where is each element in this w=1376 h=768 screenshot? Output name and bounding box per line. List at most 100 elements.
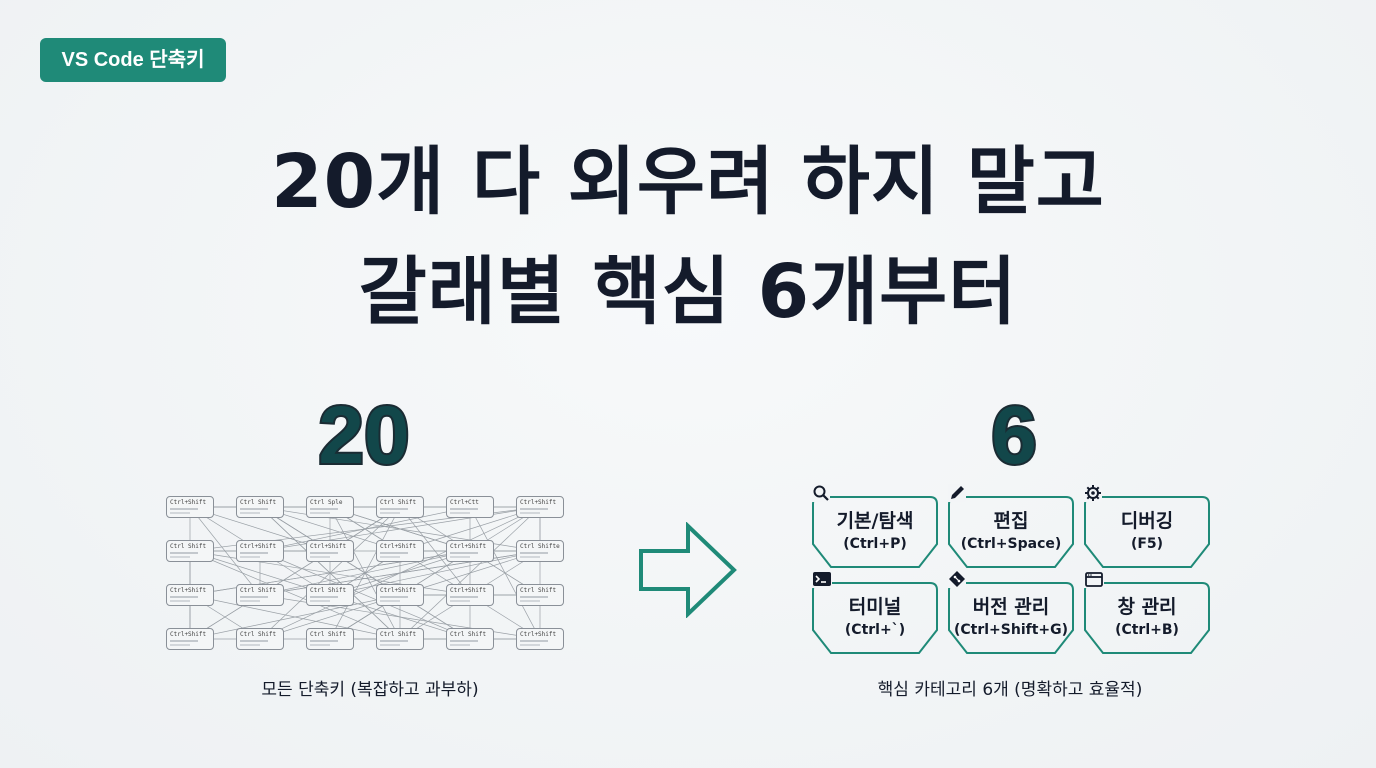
shortcut-box-label: Ctrl Shift: [380, 631, 417, 638]
shortcut-box-line: [170, 556, 190, 558]
shortcut-box-line: [450, 596, 478, 598]
shortcut-box-line: [240, 596, 268, 598]
mesh-line: [259, 550, 471, 640]
category-shortcut: (F5): [1130, 536, 1164, 552]
shortcut-box: Ctrl Shift: [306, 584, 354, 606]
shortcut-box-line: [520, 596, 548, 598]
shortcut-box: Ctrl Shift: [236, 628, 284, 650]
shortcut-box-line: [520, 512, 540, 514]
shortcut-box: Ctrl+Shift: [446, 540, 494, 562]
mesh-line: [189, 594, 401, 640]
shortcut-box-line: [450, 640, 478, 642]
shortcut-box-line: [380, 640, 408, 642]
shortcut-box: Ctrl+Shift: [516, 628, 564, 650]
shortcut-box: Ctrl Shift: [446, 628, 494, 650]
shortcut-box-line: [240, 512, 260, 514]
shortcut-box-line: [240, 508, 268, 510]
shortcut-box-label: Ctrl Shift: [310, 631, 347, 638]
core-categories-count: 6: [989, 388, 1039, 483]
shortcut-box-line: [520, 600, 540, 602]
category-edit: 편집 (Ctrl+Space): [948, 484, 1074, 568]
shortcut-box-line: [170, 640, 198, 642]
shortcut-box-line: [310, 644, 330, 646]
shortcut-box-line: [450, 600, 470, 602]
shortcut-box-line: [450, 556, 470, 558]
shortcut-box-label: Ctrl+Shift: [380, 587, 417, 594]
shortcut-box-line: [520, 552, 548, 554]
shortcut-box-label: Ctrl Shift: [520, 587, 557, 594]
mesh-line: [259, 506, 471, 552]
shortcut-box-label: Ctrl+Shift: [170, 631, 207, 638]
shortcut-box-line: [310, 596, 338, 598]
shortcut-box-line: [380, 552, 408, 554]
category-label: 터미널: [848, 596, 902, 618]
shortcut-box-line: [240, 644, 260, 646]
terminal-icon: [812, 570, 938, 588]
shortcut-box-line: [520, 644, 540, 646]
all-shortcuts-caption: 모든 단축키 (복잡하고 과부하): [261, 680, 479, 700]
category-debugging: 디버깅 (F5): [1084, 484, 1210, 568]
shortcut-box-label: Ctrl Shift: [450, 631, 487, 638]
shortcut-box: Ctrl Shift: [166, 540, 214, 562]
shortcut-box-label: Ctrl Shift: [310, 587, 347, 594]
all-shortcuts-count: 20: [316, 388, 411, 483]
shortcut-box: Ctrl+Shift: [516, 496, 564, 518]
gear-icon: [1084, 484, 1210, 502]
shortcut-box-label: Ctrl Shifter: [520, 543, 560, 550]
shortcut-box-line: [240, 600, 260, 602]
shortcut-box-label: Ctrl Shift: [240, 587, 277, 594]
category-label: 창 관리: [1117, 596, 1177, 618]
shortcut-box: Ctrl+Shift: [166, 496, 214, 518]
category-shortcut: (Ctrl+`): [844, 622, 906, 638]
category-basic-navigation: 기본/탐색 (Ctrl+P): [812, 484, 938, 568]
core-categories-caption: 핵심 카테고리 6개 (명확하고 효율적): [877, 680, 1143, 700]
shortcut-box: Ctrl Sple: [306, 496, 354, 518]
shortcut-box-label: Ctrl+Shift: [240, 543, 277, 550]
shortcut-box: Ctrl+Shift: [376, 540, 424, 562]
category-version-control: 버전 관리 (Ctrl+Shift+G): [948, 570, 1074, 654]
headline-line-2: 갈래별 핵심 6개부터: [358, 249, 1018, 335]
category-shortcut: (Ctrl+Space): [960, 536, 1062, 552]
shortcut-box: Ctrl Shifter: [516, 540, 564, 562]
category-label: 디버깅: [1120, 510, 1174, 532]
shortcut-box-line: [380, 600, 400, 602]
category-label: 기본/탐색: [836, 510, 914, 532]
shortcut-box-label: Ctrl+Ctt: [450, 499, 479, 506]
shortcut-box: Ctrl Shift: [516, 584, 564, 606]
shortcut-box-line: [170, 508, 198, 510]
shortcut-box-line: [520, 640, 548, 642]
shortcut-box-line: [170, 600, 190, 602]
shortcut-box-line: [380, 596, 408, 598]
mesh-line: [189, 550, 401, 640]
shortcut-box-line: [450, 508, 478, 510]
shortcut-box-line: [380, 644, 400, 646]
shortcut-box-line: [520, 556, 540, 558]
shortcut-box-line: [380, 556, 400, 558]
git-icon: [948, 570, 1074, 588]
mesh-line: [329, 550, 541, 596]
category-terminal: 터미널 (Ctrl+`): [812, 570, 938, 654]
shortcut-box-label: Ctrl+Shift: [520, 499, 557, 506]
shortcut-box-line: [170, 644, 190, 646]
shortcut-box: Ctrl+Ctt: [446, 496, 494, 518]
mesh-connection-lines: [189, 506, 541, 640]
shortcut-box-line: [380, 508, 408, 510]
shortcut-box-line: [450, 552, 478, 554]
shortcut-box-label: Ctrl Shift: [240, 499, 277, 506]
category-window-management: 창 관리 (Ctrl+B): [1084, 570, 1210, 654]
shortcut-box-line: [310, 508, 338, 510]
vscode-shortcuts-badge: VS Code 단축키: [40, 38, 226, 82]
shortcut-box: Ctrl+Shift: [166, 584, 214, 606]
shortcut-box-line: [310, 512, 330, 514]
shortcut-box-line: [310, 556, 330, 558]
search-icon: [812, 484, 938, 502]
shortcut-box-label: Ctrl+Shift: [170, 499, 207, 506]
shortcut-box: Ctrl+Shift: [236, 540, 284, 562]
shortcut-box-label: Ctrl+Shift: [450, 587, 487, 594]
pencil-icon: [948, 484, 1074, 502]
shortcut-box-label: Ctrl+Shift: [170, 587, 207, 594]
category-shortcut: (Ctrl+P): [843, 536, 907, 552]
shortcut-box: Ctrl+Shift: [166, 628, 214, 650]
shortcut-box: Ctrl+Shift: [446, 584, 494, 606]
